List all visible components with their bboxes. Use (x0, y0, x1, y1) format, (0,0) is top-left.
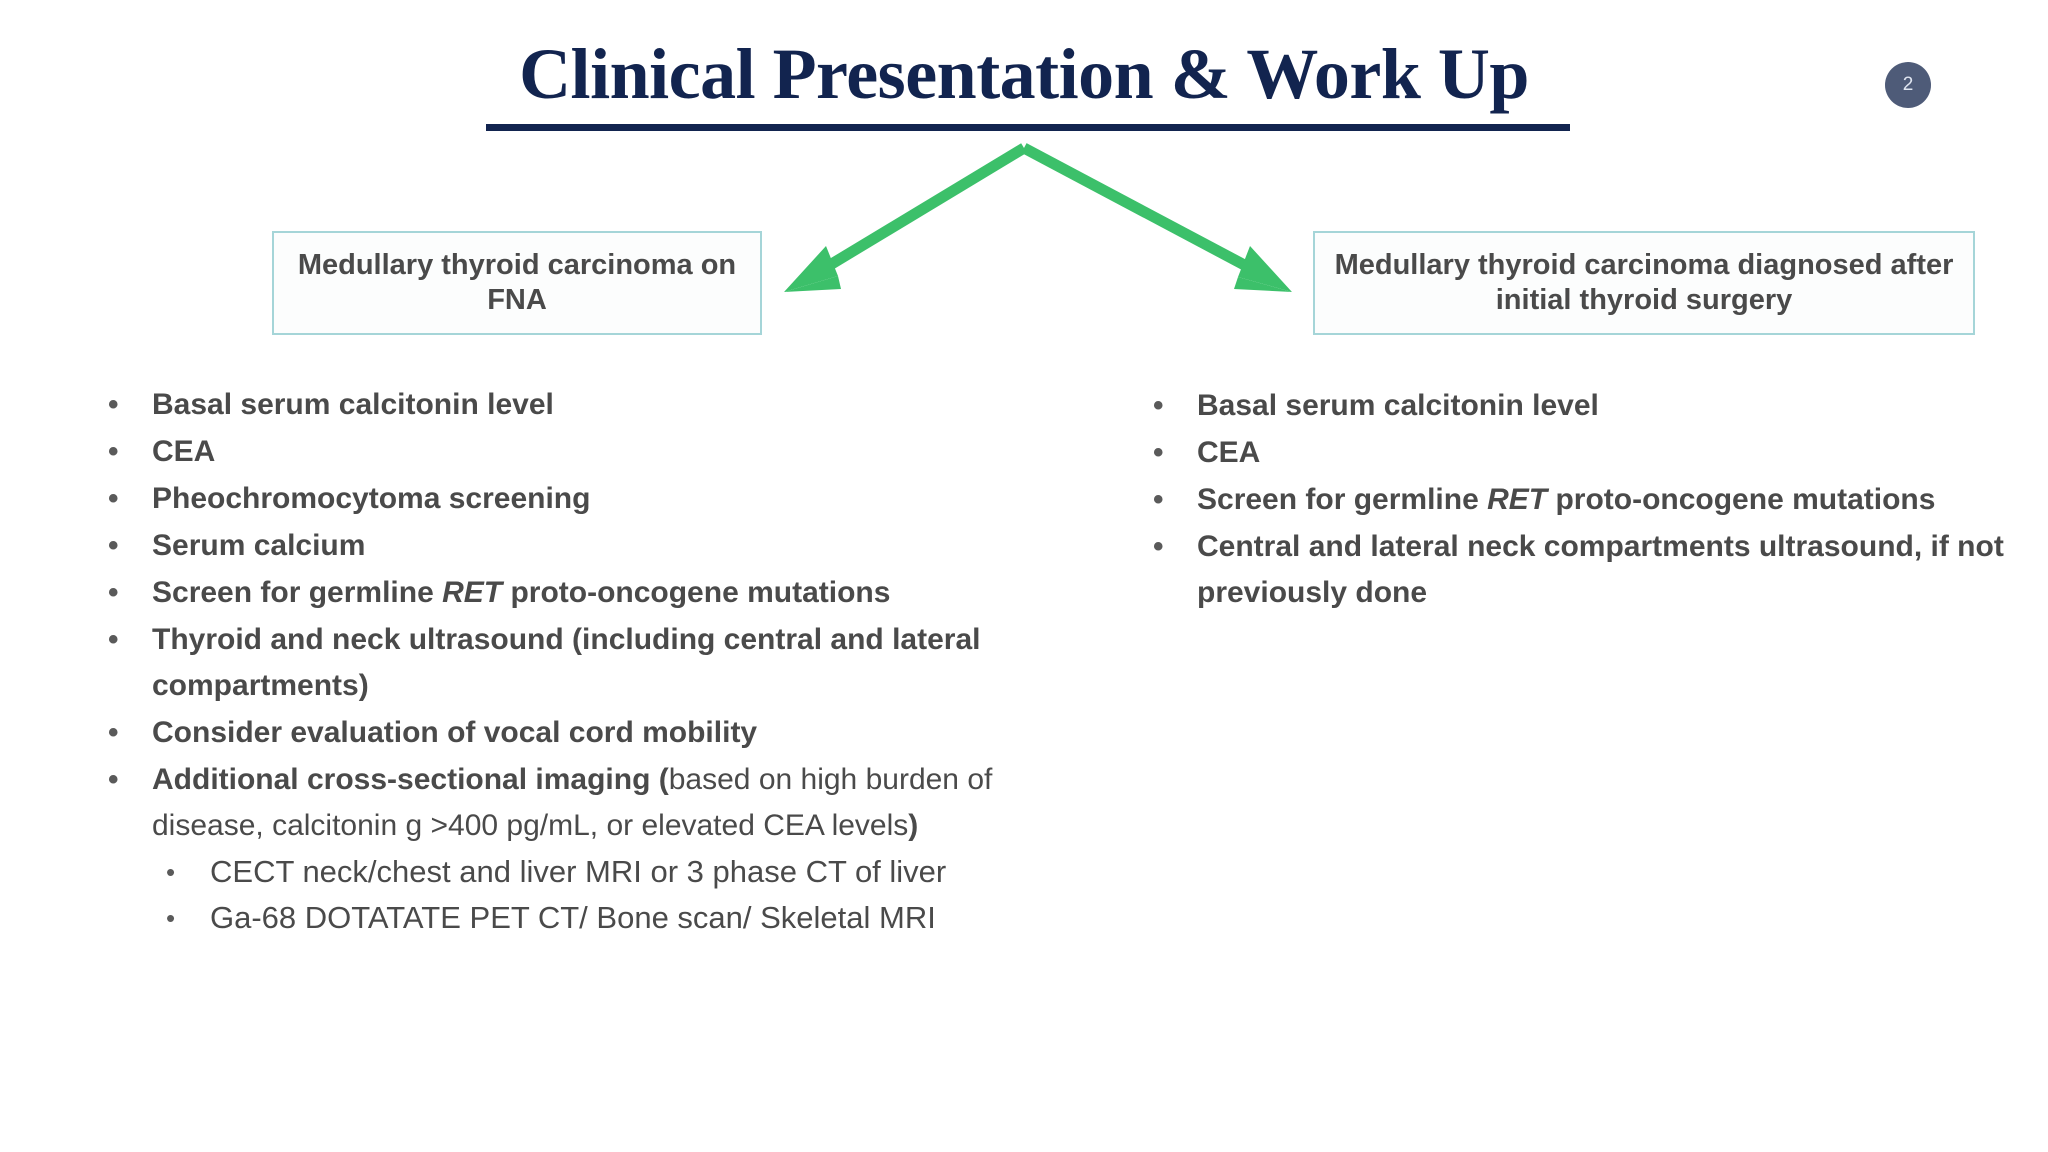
bullet-item: • Serum calcium (90, 523, 1100, 569)
title-underline (486, 124, 1570, 131)
bullet-text-run: Thyroid and neck ultrasound (including c… (152, 623, 981, 702)
bullet-item: • Screen for germline RET proto-oncogene … (1135, 477, 2035, 523)
bullet-item: • Screen for germline RET proto-oncogene … (90, 570, 1100, 616)
header-box-post-surgery: Medullary thyroid carcinoma diagnosed af… (1313, 231, 1975, 335)
sub-bullet-dot-icon: • (166, 857, 176, 887)
bullet-dot-icon: • (108, 576, 119, 609)
bullet-text-run: Pheochromocytoma screening (152, 482, 591, 515)
bullet-text-run: RET (442, 576, 503, 609)
sub-bullet-text: CECT neck/chest and liver MRI or 3 phase… (210, 854, 947, 889)
bullet-item: • Consider evaluation of vocal cord mobil… (90, 710, 1100, 756)
bullet-text-run: RET (1487, 483, 1548, 516)
page-number-badge: 2 (1885, 62, 1931, 108)
bullet-dot-icon: • (108, 482, 119, 515)
bullet-item: • CEA (1135, 430, 2035, 476)
bullet-item: • Basal serum calcitonin level (1135, 383, 2035, 429)
header-box-fna: Medullary thyroid carcinoma on FNA (272, 231, 762, 335)
bullet-text-run: Consider evaluation of vocal cord mobili… (152, 716, 758, 749)
bullet-text-run: Additional cross-sectional imaging ( (152, 763, 669, 796)
bullet-dot-icon: • (1153, 483, 1164, 516)
arrow-left-icon (784, 143, 1027, 292)
bullet-text-run: Basal serum calcitonin level (152, 388, 554, 421)
left-workup-column: • Basal serum calcitonin level • CEA • Pheoch… (90, 382, 1100, 942)
bullet-item: • Additional cross-sectional imaging (bas… (90, 757, 1100, 941)
bullet-item: • Central and lateral neck compartments u… (1135, 524, 2035, 616)
bullet-text-run: Central and lateral neck compartments ul… (1197, 530, 2004, 609)
page-title: Clinical Presentation & Work Up (519, 34, 1529, 114)
sub-bullet-list: • CECT neck/chest and liver MRI or 3 phas… (152, 849, 1100, 941)
bullet-dot-icon: • (108, 763, 119, 796)
bullet-text-run: based on high burden of disease, calcito… (152, 763, 993, 842)
arrow-right-icon (1021, 143, 1292, 292)
left-bullet-list: • Basal serum calcitonin level • CEA • Pheoch… (90, 382, 1100, 941)
bullet-dot-icon: • (108, 388, 119, 421)
bullet-item: • Thyroid and neck ultrasound (including … (90, 617, 1100, 709)
bullet-text-run: Basal serum calcitonin level (1197, 389, 1599, 422)
bullet-dot-icon: • (1153, 436, 1164, 469)
bullet-dot-icon: • (108, 716, 119, 749)
sub-bullet-item: • Ga-68 DOTATATE PET CT/ Bone scan/ Skele… (152, 895, 1100, 941)
bullet-text-run: Screen for germline (1197, 483, 1488, 516)
right-workup-column: • Basal serum calcitonin level • CEA • Screen… (1135, 383, 2035, 617)
bullet-text-run: proto-oncogene mutations (1547, 483, 1936, 516)
bullet-text-run: proto-oncogene mutations (502, 576, 891, 609)
bullet-dot-icon: • (1153, 389, 1164, 422)
sub-bullet-dot-icon: • (166, 903, 176, 933)
sub-bullet-text: Ga-68 DOTATATE PET CT/ Bone scan/ Skelet… (210, 900, 936, 935)
bullet-item: • Basal serum calcitonin level (90, 382, 1100, 428)
sub-bullet-item: • CECT neck/chest and liver MRI or 3 phas… (152, 849, 1100, 895)
bullet-text-run: Screen for germline (152, 576, 443, 609)
bullet-text-run: CEA (152, 435, 216, 468)
bullet-item: • Pheochromocytoma screening (90, 476, 1100, 522)
bullet-text-run: ) (908, 809, 919, 842)
page-title-wrap: Clinical Presentation & Work Up (0, 38, 2048, 110)
bullet-text-run: Serum calcium (152, 529, 366, 562)
bullet-dot-icon: • (1153, 530, 1164, 563)
bullet-dot-icon: • (108, 623, 119, 656)
bullet-dot-icon: • (108, 435, 119, 468)
bullet-dot-icon: • (108, 529, 119, 562)
right-bullet-list: • Basal serum calcitonin level • CEA • Screen… (1135, 383, 2035, 616)
bullet-text-run: CEA (1197, 436, 1261, 469)
bullet-item: • CEA (90, 429, 1100, 475)
